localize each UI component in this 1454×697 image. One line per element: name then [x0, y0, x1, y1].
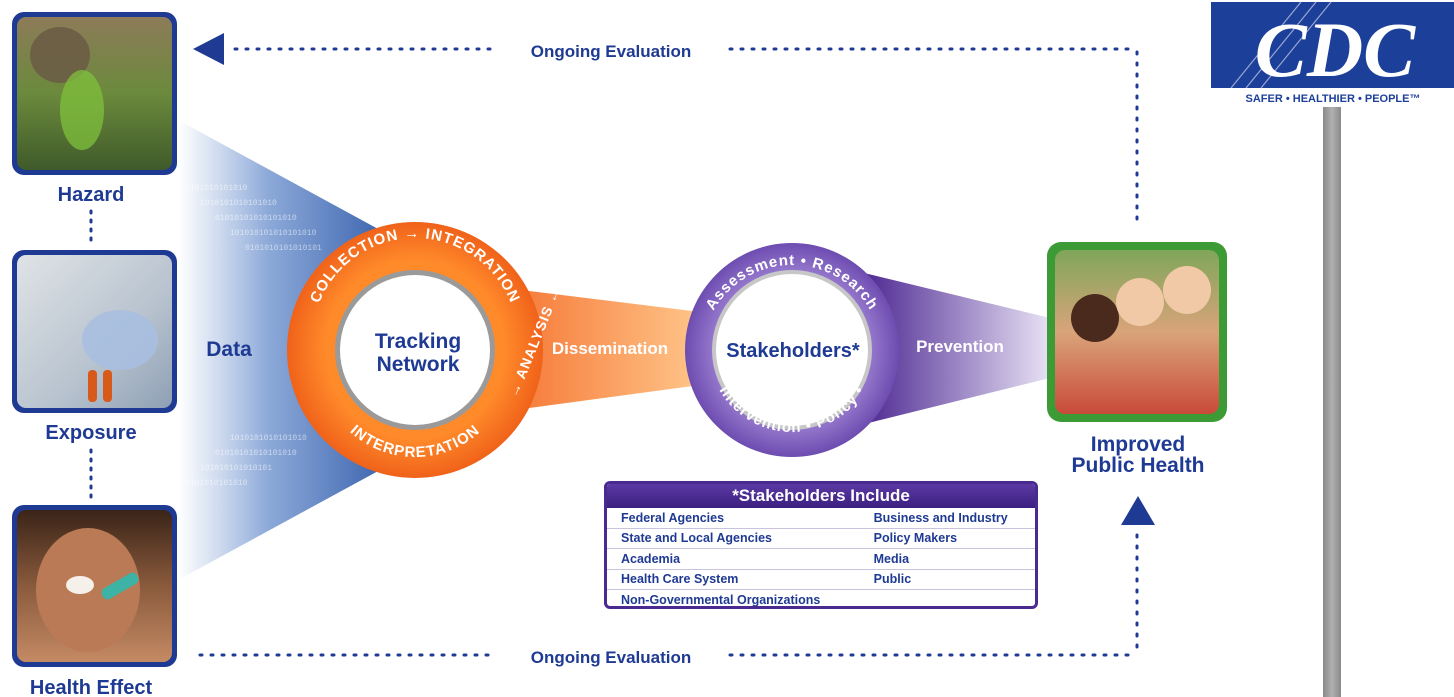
table-row: Federal Agencies Business and Industry [607, 508, 1035, 529]
table-cell: Media [859, 548, 1035, 570]
table-cell: Academia [607, 548, 860, 570]
data-flow-fan [178, 120, 380, 580]
stakeholders-title: Stakeholders* [726, 340, 860, 362]
table-cell: Policy Makers [859, 528, 1035, 549]
table-cell: Health Care System [607, 569, 860, 590]
binary-texture: 0101010101010 1010101010101010 010101010… [185, 184, 322, 488]
table-row: State and Local Agencies Policy Makers [607, 528, 1035, 549]
table-row: Health Care System Public [607, 569, 1035, 590]
table-cell: Public [859, 569, 1035, 590]
dissemination-label: Dissemination [552, 339, 668, 358]
hazard-label: Hazard [58, 184, 125, 206]
prevention-label: Prevention [916, 337, 1004, 356]
svg-text:101010101010101: 101010101010101 [200, 464, 272, 473]
ongoing-evaluation-bottom-label: Ongoing Evaluation [531, 648, 692, 667]
evaluation-loop [198, 47, 1139, 657]
table-row: Academia Media [607, 548, 1035, 570]
stakeholders-include-box: *Stakeholders Include Federal Agencies B… [604, 481, 1038, 609]
table-cell: Business and Industry [859, 508, 1035, 529]
stakeholders-ring [685, 243, 899, 457]
improved-public-health-image [1047, 242, 1227, 422]
svg-text:01010101010101010: 01010101010101010 [215, 449, 297, 458]
svg-text:0101010101010: 0101010101010 [185, 479, 248, 488]
data-label: Data [206, 338, 252, 361]
outcome-line2: Public Health [1071, 454, 1204, 477]
cdc-tagline: SAFER • HEALTHIER • PEOPLE™ [1246, 93, 1421, 105]
stakeholders-include-table: Federal Agencies Business and Industry S… [607, 508, 1035, 607]
health-effect-label: Health Effect [30, 677, 153, 697]
tracking-title-line1: Tracking [375, 330, 461, 353]
tracking-network-ring [287, 222, 543, 478]
svg-text:101010101010101010: 101010101010101010 [230, 229, 317, 238]
exposure-label: Exposure [45, 422, 136, 444]
ongoing-evaluation-top-label: Ongoing Evaluation [531, 42, 692, 61]
table-cell: Federal Agencies [607, 508, 860, 529]
svg-text:01010101010101010: 01010101010101010 [215, 214, 297, 223]
cdc-logo: CDC SAFER • HEALTHIER • PEOPLE™ [1211, 2, 1454, 105]
svg-text:0101010101010101: 0101010101010101 [245, 244, 322, 253]
svg-text:0101010101010: 0101010101010 [185, 184, 248, 193]
stakeholders-include-title: *Stakeholders Include [607, 484, 1035, 508]
table-cell [860, 590, 1035, 607]
prevention-fan [860, 272, 1050, 425]
hazard-image [12, 12, 177, 175]
tracking-title-line2: Network [377, 353, 460, 376]
logo-side-bar [1323, 107, 1341, 697]
health-effect-image [12, 505, 177, 667]
table-cell: Non-Governmental Organizations [621, 592, 821, 607]
table-row: Non-Governmental Organizations [607, 590, 1035, 607]
outcome-line1: Improved [1091, 433, 1186, 456]
evaluation-arrow-left-icon [193, 33, 224, 65]
svg-text:1010101010101010: 1010101010101010 [230, 434, 307, 443]
evaluation-arrow-up-icon [1121, 496, 1155, 525]
exposure-image [12, 250, 177, 413]
table-cell: State and Local Agencies [607, 528, 860, 549]
cdc-letters: CDC [1255, 6, 1416, 93]
svg-text:1010101010101010: 1010101010101010 [200, 199, 277, 208]
